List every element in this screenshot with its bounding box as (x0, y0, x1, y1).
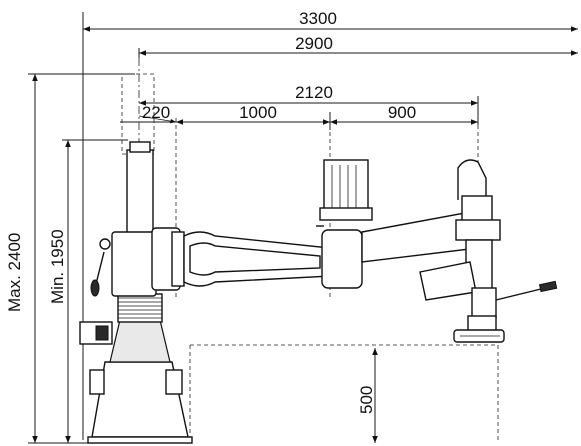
dim-900-label: 900 (388, 103, 416, 122)
dim-220-label: 220 (142, 103, 170, 122)
dim-1000-label: 1000 (239, 103, 277, 122)
min-height-label: Min. 1950 (48, 229, 67, 304)
machine-arm (183, 159, 479, 289)
bellows (117, 293, 163, 323)
dim-2900-label: 2900 (295, 34, 333, 53)
dim-3300-label: 3300 (299, 9, 337, 28)
workpiece-outline: 500 (189, 344, 499, 443)
dim-500-label: 500 (357, 386, 376, 414)
dim-2120: 2120 (139, 83, 479, 125)
dim-chain: 220 1000 900 (120, 103, 478, 130)
max-height-label: Max. 2400 (5, 233, 24, 312)
dim-2900: 2900 (138, 34, 578, 58)
dim-min-height: Min. 1950 (48, 139, 128, 443)
dim-max-height: Max. 2400 (5, 73, 135, 443)
dim-3300: 3300 (82, 9, 578, 440)
dim-2120-label: 2120 (295, 83, 333, 102)
machine-head (419, 159, 558, 343)
machine-column (79, 73, 193, 444)
